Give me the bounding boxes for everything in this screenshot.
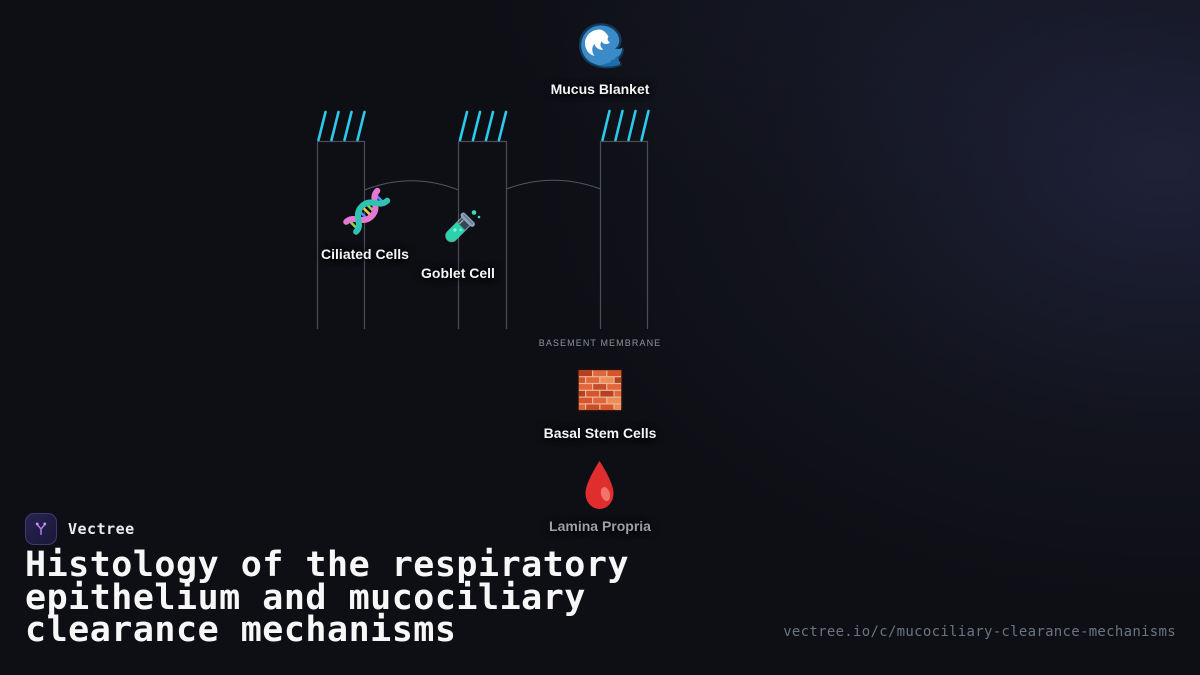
footer-url: vectree.io/c/mucociliary-clearance-mecha… (783, 624, 1176, 640)
basement-membrane-label: BASEMENT MEMBRANE (538, 338, 662, 348)
blood-drop-icon (581, 459, 618, 511)
apical-arc-lines (364, 179, 601, 191)
title-line-3: clearance mechanisms (25, 610, 457, 650)
test-tube-icon (433, 204, 483, 256)
lamina-propria-label: Lamina Propria (549, 518, 651, 534)
vectree-logo (25, 513, 57, 545)
page-title: Histology of the respiratory epithelium … (25, 545, 630, 650)
brand-name: Vectree (68, 520, 135, 538)
goblet-cell-label: Goblet Cell (421, 265, 495, 281)
brick-icon (577, 367, 623, 413)
mucus-blanket-label: Mucus Blanket (550, 81, 650, 97)
vectree-branch-icon (35, 522, 47, 535)
brand-row: Vectree (25, 513, 135, 545)
cilia-icon (317, 109, 650, 142)
dna-icon (340, 186, 392, 238)
title-line-1: Histology of the respiratory (25, 545, 630, 585)
ciliated-cells-label: Ciliated Cells (321, 246, 409, 262)
title-line-2: epithelium and mucociliary (25, 577, 586, 618)
basal-stem-cells-label: Basal Stem Cells (543, 425, 657, 441)
wave-icon (574, 20, 626, 72)
